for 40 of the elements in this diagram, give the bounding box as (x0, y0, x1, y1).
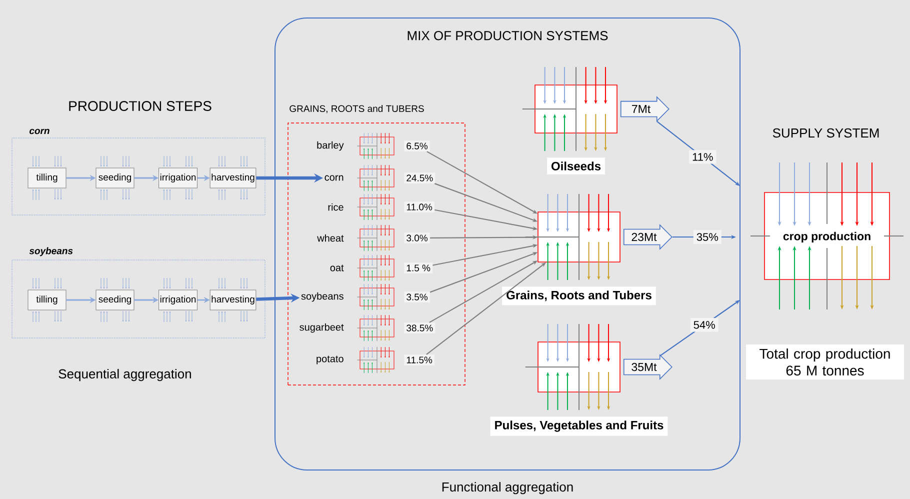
crop-label: wheat (317, 234, 344, 242)
process-box: seeding (96, 168, 134, 188)
text-box: Total crop production 65 M tonnes (746, 344, 904, 380)
node-label: Grains, Roots and Tubers (506, 290, 652, 302)
percentage-label: 38.5% (404, 322, 436, 334)
crop-label: oat (330, 264, 344, 272)
percentage-label: 11.0% (404, 202, 434, 212)
process-box: seeding (96, 290, 134, 310)
flow-box: crop production (764, 192, 890, 280)
node-label: Pulses, Vegetables and Fruits (495, 420, 664, 432)
caption: Sequential aggregation (58, 368, 191, 382)
percentage-label: 6.5% (404, 140, 430, 152)
crop-label: rice (328, 203, 344, 211)
percentage-label: 1.5 % (404, 262, 432, 274)
node-label: Oilseeds (551, 162, 601, 170)
percentage-label: 3.0% (404, 232, 430, 244)
process-box: irrigation (158, 290, 198, 310)
crop-label: sugarbeet (300, 323, 344, 333)
flow-box: Oilseeds (534, 84, 618, 174)
crop-label: potato (316, 356, 344, 364)
percentage-label: 3.5% (404, 292, 430, 302)
process-box: harvesting (210, 290, 256, 310)
edge-label: 54% (690, 318, 718, 332)
percentage-label: 24.5% (404, 172, 436, 184)
node-label: soybeans (29, 247, 73, 256)
percentage-label: 11.5% (404, 354, 434, 366)
node-label: GRAINS, ROOTS and TUBERS (290, 105, 424, 114)
edge-label: 35% (693, 230, 722, 244)
process-box: tilling (28, 290, 66, 310)
crop-label: soybeans (301, 292, 344, 302)
heading: PRODUCTION STEPS (69, 101, 212, 111)
heading: SUPPLY SYSTEM (772, 128, 879, 138)
node-label: Functional aggregation (442, 482, 573, 494)
node-label: corn (29, 128, 50, 134)
crop-label: corn (324, 175, 344, 181)
process-box: irrigation (158, 168, 198, 188)
edge-label: 11% (689, 150, 716, 164)
process-box: tilling (28, 168, 66, 188)
crop-label: barley (317, 141, 344, 151)
process-box: harvesting (210, 168, 256, 188)
